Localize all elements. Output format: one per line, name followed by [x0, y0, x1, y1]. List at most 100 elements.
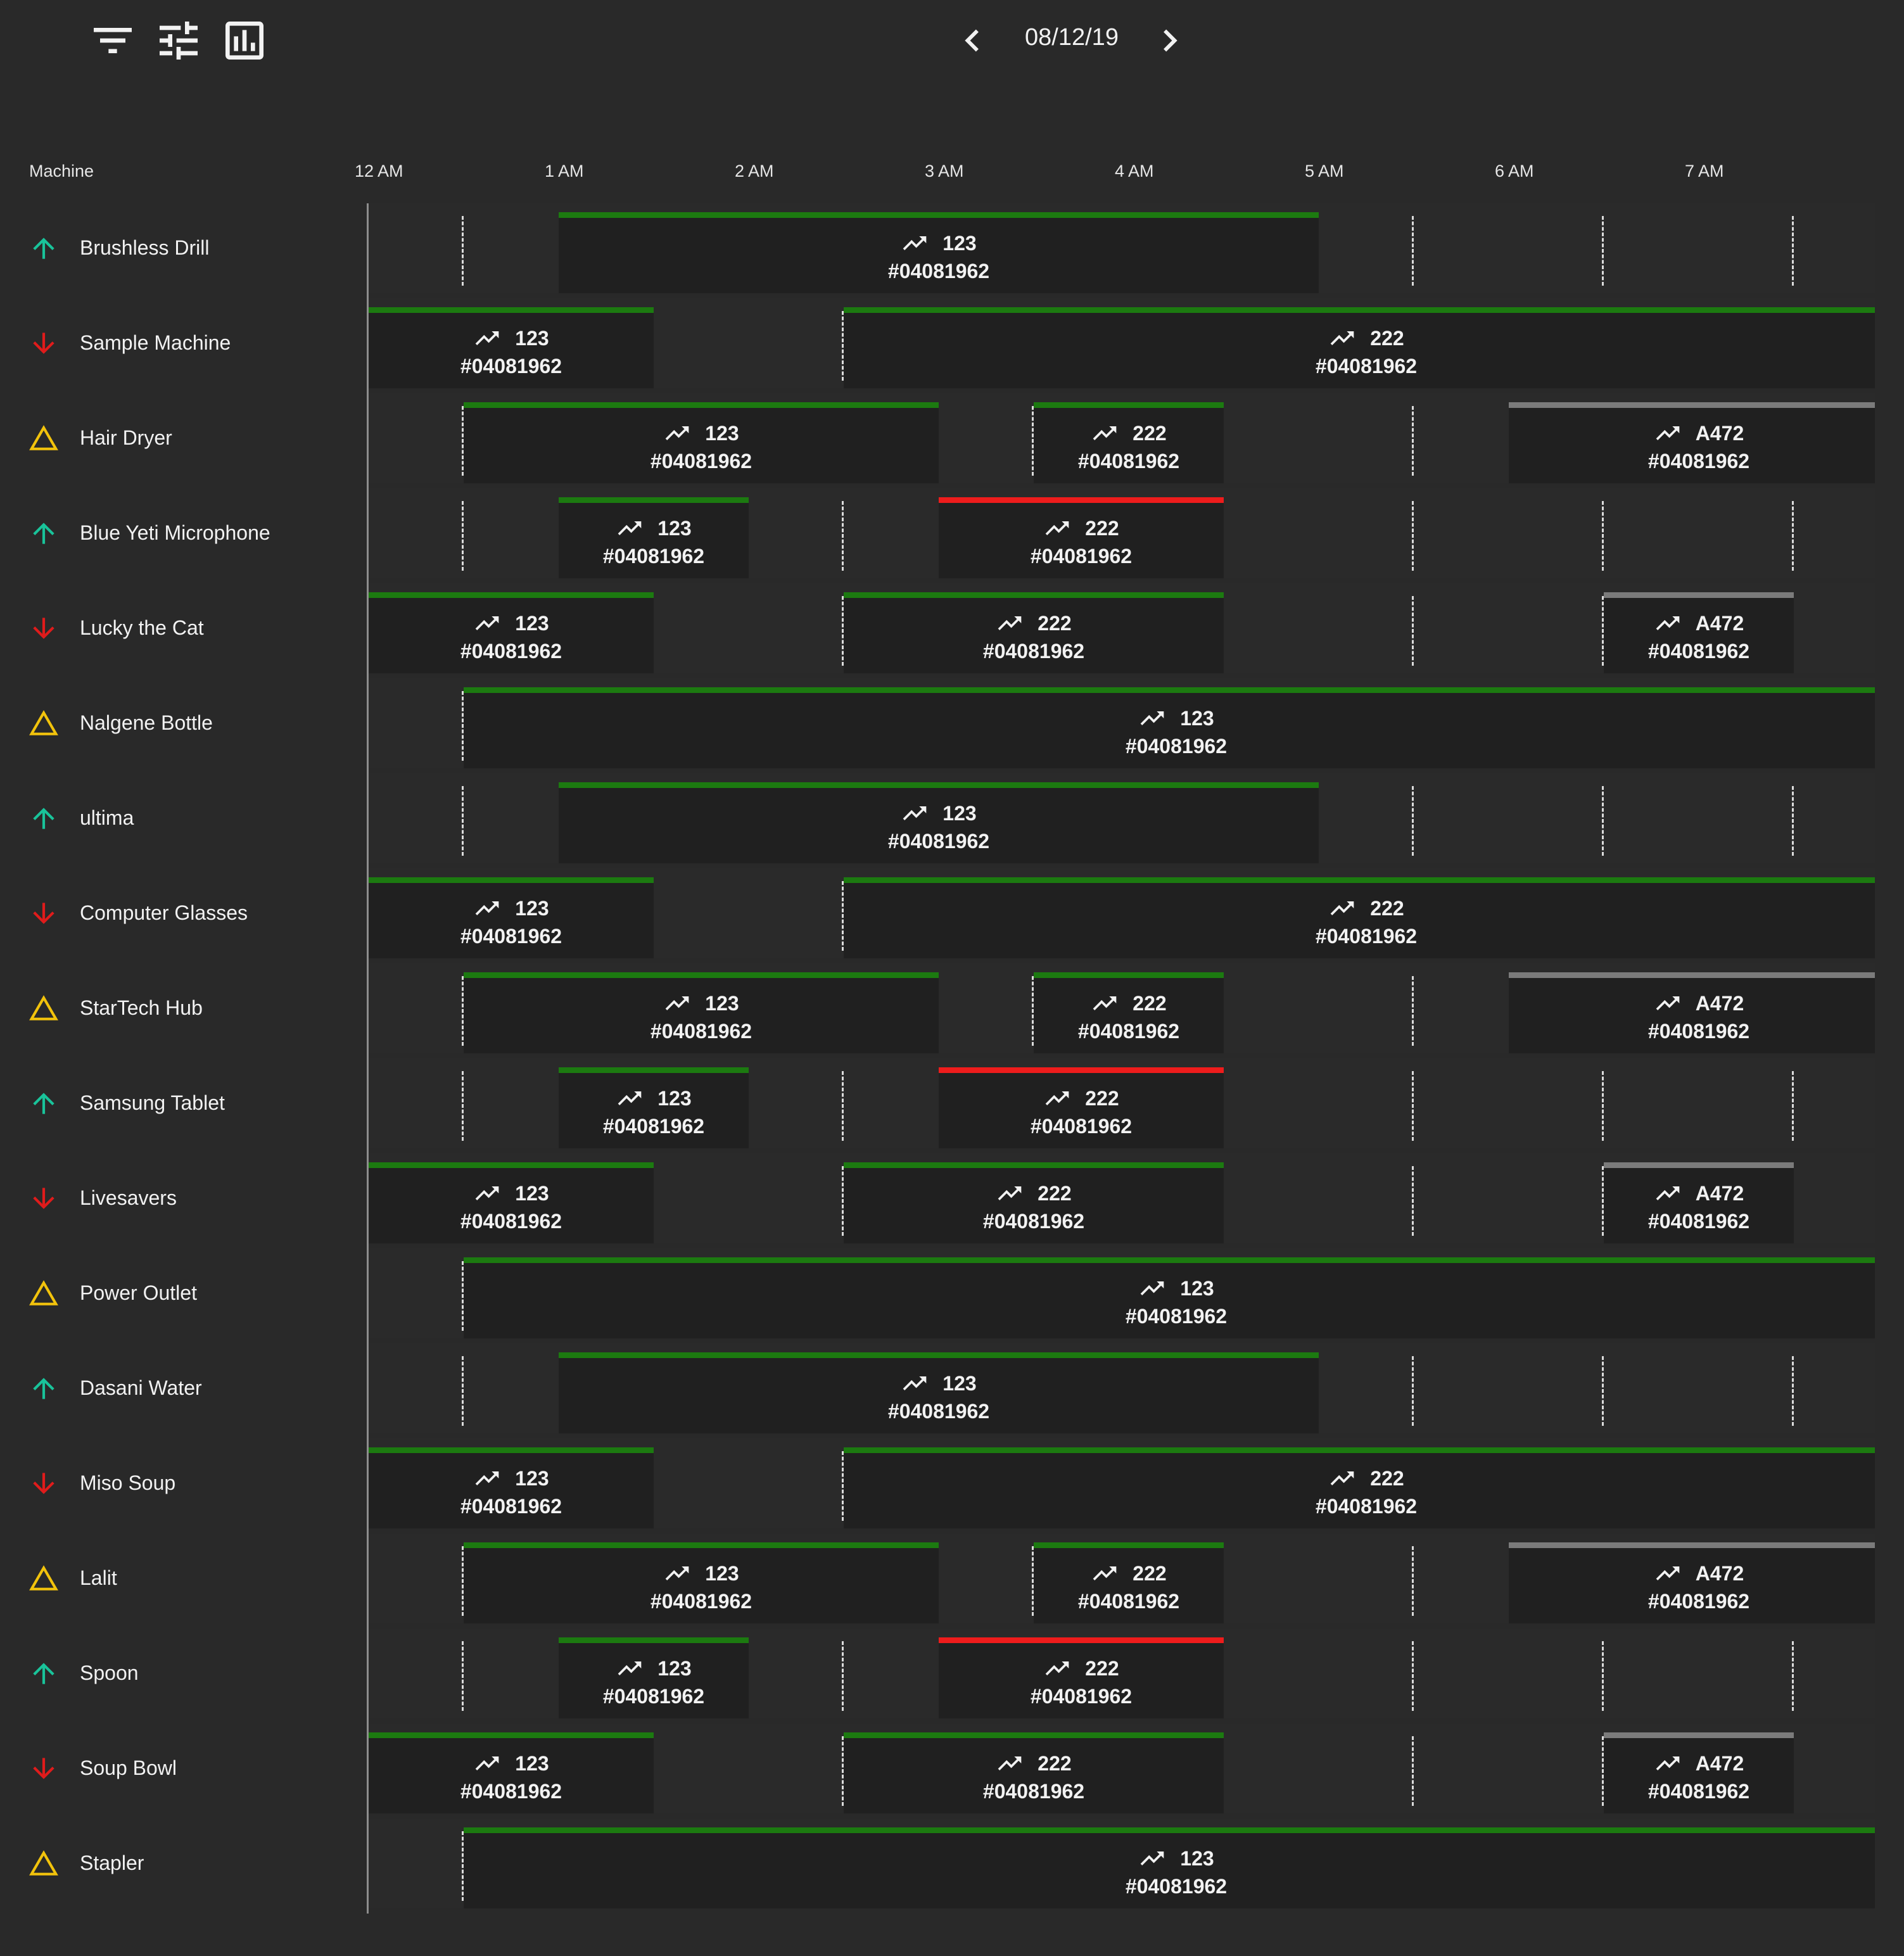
job-block[interactable]: A472 #04081962 — [1509, 972, 1875, 1053]
grid-line — [842, 1071, 844, 1141]
machine-row-label[interactable]: Samsung Tablet — [0, 1058, 355, 1148]
warning-icon — [28, 708, 60, 739]
job-code: 123 — [942, 1371, 977, 1395]
job-block[interactable]: 123 #04081962 — [559, 1352, 1319, 1433]
trending-up-icon — [996, 1179, 1024, 1207]
machine-row-label[interactable]: Computer Glasses — [0, 868, 355, 958]
machine-row-label[interactable]: Hair Dryer — [0, 393, 355, 483]
job-block[interactable]: 222 #04081962 — [939, 497, 1224, 578]
job-block[interactable]: 123 #04081962 — [369, 1447, 654, 1528]
work-order-number: #04081962 — [1077, 450, 1180, 473]
job-block[interactable]: 123 #04081962 — [464, 402, 939, 483]
machine-name: Spoon — [80, 1661, 139, 1684]
grid-line — [842, 501, 844, 571]
machine-row-label[interactable]: Power Outlet — [0, 1248, 355, 1338]
job-block[interactable]: 222 #04081962 — [939, 1067, 1224, 1148]
job-block[interactable]: 123 #04081962 — [559, 497, 749, 578]
job-block[interactable]: 222 #04081962 — [844, 592, 1224, 673]
work-order-number: #04081962 — [982, 1780, 1085, 1803]
job-block[interactable]: 123 #04081962 — [369, 877, 654, 958]
trending-up-icon — [901, 229, 929, 257]
work-order-number: #04081962 — [1315, 355, 1418, 378]
grid-line — [1602, 596, 1604, 666]
chevron-left-icon[interactable] — [950, 15, 994, 66]
job-block[interactable]: 222 #04081962 — [844, 1447, 1875, 1528]
job-block[interactable]: 222 #04081962 — [844, 877, 1875, 958]
job-block[interactable]: 222 #04081962 — [844, 1162, 1224, 1243]
job-block[interactable]: 123 #04081962 — [369, 1732, 654, 1813]
job-code: A472 — [1695, 1561, 1744, 1585]
trending-up-icon — [1091, 419, 1119, 447]
machine-row-label[interactable]: Miso Soup — [0, 1438, 355, 1528]
work-order-number: #04081962 — [650, 1590, 752, 1613]
bar-chart-icon[interactable] — [219, 15, 270, 66]
timeline: 123 #04081962 123 #04081962 222 #0408196… — [367, 203, 1875, 1914]
job-code: 123 — [705, 991, 739, 1015]
job-code: 222 — [1038, 1751, 1072, 1775]
trending-up-icon — [1654, 1179, 1682, 1207]
trending-up-icon — [1138, 704, 1166, 732]
job-block[interactable]: 222 #04081962 — [1034, 402, 1224, 483]
job-block[interactable]: A472 #04081962 — [1509, 1542, 1875, 1623]
job-block[interactable]: 222 #04081962 — [1034, 1542, 1224, 1623]
job-block[interactable]: 123 #04081962 — [464, 687, 1875, 768]
work-order-number: #04081962 — [982, 640, 1085, 663]
job-block[interactable]: 123 #04081962 — [464, 972, 939, 1053]
machine-row-label[interactable]: Lucky the Cat — [0, 583, 355, 673]
timeline-row: 123 #04081962 222 #04081962 A472 #040819… — [369, 1153, 1875, 1243]
job-block[interactable]: 123 #04081962 — [464, 1827, 1875, 1908]
machine-name: Samsung Tablet — [80, 1091, 225, 1114]
job-block[interactable]: 123 #04081962 — [559, 1637, 749, 1718]
job-block[interactable]: 222 #04081962 — [1034, 972, 1224, 1053]
work-order-number: #04081962 — [887, 830, 990, 853]
grid-line — [1412, 1546, 1414, 1616]
job-block[interactable]: 123 #04081962 — [369, 1162, 654, 1243]
job-block[interactable]: 123 #04081962 — [464, 1542, 939, 1623]
current-date: 08/12/19 — [1025, 24, 1119, 51]
job-block[interactable]: A472 #04081962 — [1604, 592, 1794, 673]
machine-row-label[interactable]: Dasani Water — [0, 1343, 355, 1433]
job-code: 123 — [705, 421, 739, 445]
machine-row-label[interactable]: Brushless Drill — [0, 203, 355, 293]
job-block[interactable]: 123 #04081962 — [559, 1067, 749, 1148]
job-block[interactable]: 222 #04081962 — [939, 1637, 1224, 1718]
job-block[interactable]: 123 #04081962 — [369, 592, 654, 673]
machine-row-label[interactable]: Sample Machine — [0, 298, 355, 388]
job-block[interactable]: 222 #04081962 — [844, 307, 1875, 388]
job-block[interactable]: 123 #04081962 — [369, 307, 654, 388]
machine-row-label[interactable]: StarTech Hub — [0, 963, 355, 1053]
filter-icon[interactable] — [87, 15, 138, 66]
job-block[interactable]: 123 #04081962 — [559, 782, 1319, 863]
machine-row-label[interactable]: Soup Bowl — [0, 1724, 355, 1813]
grid-line — [1412, 1736, 1414, 1806]
trending-up-icon — [1654, 1750, 1682, 1777]
tune-icon[interactable] — [153, 15, 204, 66]
time-tick-label: 5 AM — [1305, 162, 1344, 181]
machine-row-label[interactable]: Nalgene Bottle — [0, 678, 355, 768]
job-block[interactable]: A472 #04081962 — [1509, 402, 1875, 483]
grid-line — [1792, 1641, 1794, 1711]
machine-row-label[interactable]: ultima — [0, 773, 355, 863]
work-order-number: #04081962 — [602, 1685, 705, 1708]
machine-column-header: Machine — [29, 162, 94, 181]
job-code: 123 — [1180, 1276, 1214, 1300]
machine-row-label[interactable]: Lalit — [0, 1534, 355, 1623]
job-block[interactable]: 222 #04081962 — [844, 1732, 1224, 1813]
job-block[interactable]: A472 #04081962 — [1604, 1162, 1794, 1243]
machine-row-label[interactable]: Livesavers — [0, 1153, 355, 1243]
machine-row-label[interactable]: Stapler — [0, 1819, 355, 1908]
job-block[interactable]: 123 #04081962 — [559, 212, 1319, 293]
grid-line — [1412, 786, 1414, 856]
job-block[interactable]: A472 #04081962 — [1604, 1732, 1794, 1813]
grid-line — [462, 691, 464, 761]
timeline-row: 123 #04081962 222 #04081962 — [369, 1629, 1875, 1718]
trending-up-icon — [1654, 989, 1682, 1017]
chevron-right-icon[interactable] — [1148, 15, 1192, 66]
machine-name: Brushless Drill — [80, 236, 210, 259]
machine-name: Miso Soup — [80, 1471, 176, 1494]
machine-row-label[interactable]: Spoon — [0, 1629, 355, 1718]
work-order-number: #04081962 — [460, 1780, 562, 1803]
work-order-number: #04081962 — [1647, 640, 1750, 663]
job-block[interactable]: 123 #04081962 — [464, 1257, 1875, 1338]
machine-row-label[interactable]: Blue Yeti Microphone — [0, 488, 355, 578]
